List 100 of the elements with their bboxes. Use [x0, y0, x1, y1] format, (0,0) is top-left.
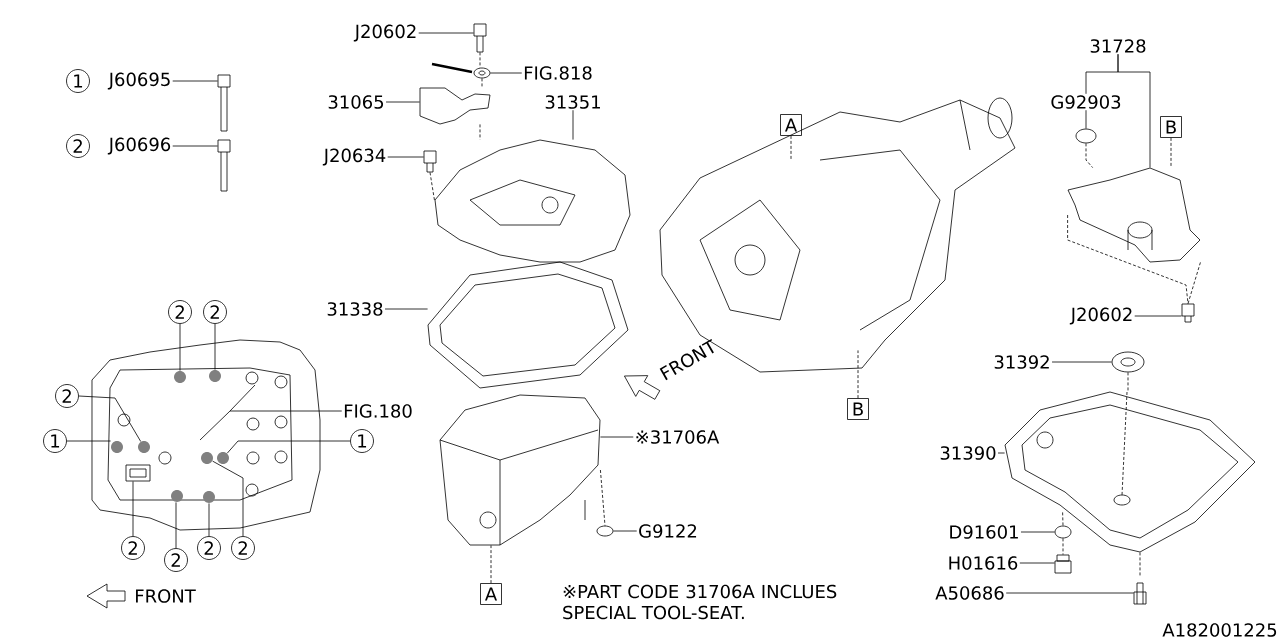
- leader-line: [1062, 538, 1064, 555]
- leader-line: [1085, 109, 1087, 129]
- leader-line: [600, 436, 634, 438]
- leader-line: [1187, 262, 1201, 304]
- bolt-drawing: [423, 150, 437, 173]
- leader-line: [132, 481, 134, 537]
- leader-line: [78, 395, 142, 442]
- leader-line: [1127, 372, 1129, 392]
- callout-number: 2: [231, 536, 255, 560]
- seal-drawing: [596, 525, 614, 537]
- bolt-drawing: [1133, 582, 1147, 605]
- leader-line: [385, 101, 420, 103]
- part-number: J20602: [1069, 307, 1132, 325]
- reference-box: A: [780, 114, 802, 136]
- connector-drawing: [125, 464, 151, 482]
- part-number: 31338: [327, 302, 383, 316]
- seal-drawing: [1111, 351, 1145, 373]
- leader-line: [212, 460, 244, 537]
- leader-line: [790, 135, 792, 160]
- bolt-drawing: [217, 139, 231, 192]
- note-text: FRONT: [136, 589, 196, 603]
- valve-body-drawing: [439, 394, 601, 546]
- leader-line: [179, 323, 181, 371]
- bracket-drawing: [419, 87, 491, 125]
- leader-line: [1062, 512, 1064, 526]
- leader-line: [600, 469, 606, 526]
- leader-line: [481, 78, 483, 88]
- bolt-head: [111, 441, 123, 453]
- part-number: 31728: [1090, 39, 1146, 53]
- bolt-drawing: [1181, 303, 1195, 323]
- callout-number: 1: [350, 429, 374, 453]
- filter-drawing: [1067, 167, 1201, 263]
- bolt-head: [201, 452, 213, 464]
- leader-line: [490, 545, 492, 584]
- callout-number: 2: [121, 536, 145, 560]
- leader-line: [1067, 214, 1189, 304]
- callout-number: 2: [164, 548, 188, 572]
- leader-line: [175, 502, 177, 549]
- leader-line: [384, 308, 428, 310]
- part-number: D91601: [950, 525, 1018, 539]
- leader-line: [418, 32, 474, 34]
- leader-line: [387, 156, 424, 158]
- gasket-drawing: [1054, 525, 1072, 539]
- part-number: H01616: [949, 556, 1018, 570]
- leader-line: [479, 52, 481, 68]
- leader-line: [613, 530, 638, 532]
- leader-line: [1005, 592, 1134, 594]
- callout-number: 2: [168, 300, 192, 324]
- leader-line: [1020, 531, 1055, 533]
- callout-number: 2: [203, 300, 227, 324]
- bolt-drawing: [473, 23, 487, 53]
- leader-line: [857, 350, 859, 399]
- o-ring-drawing: [1075, 128, 1097, 144]
- reference-box: A: [480, 583, 502, 605]
- gasket-drawing: [427, 261, 629, 389]
- leader-line: [1051, 361, 1112, 363]
- bolt-head: [171, 490, 183, 502]
- note-text: A182001225: [1162, 623, 1277, 637]
- bolt-head: [174, 371, 186, 383]
- leader-line: [479, 124, 481, 140]
- reference-box: B: [1160, 116, 1182, 138]
- part-number: J60695: [107, 72, 170, 90]
- part-number: 31351: [545, 95, 600, 109]
- leader-line: [172, 145, 218, 147]
- part-number: FIG.180: [344, 404, 412, 418]
- leader-line: [1117, 53, 1151, 168]
- leader-line: [172, 80, 218, 82]
- part-number: J20634: [322, 148, 386, 166]
- leader-line: [229, 410, 343, 412]
- leader-line: [1134, 315, 1182, 317]
- bolt-head: [203, 491, 215, 503]
- callout-number: 1: [43, 429, 67, 453]
- bolt-head: [209, 370, 221, 382]
- callout-number: 2: [66, 134, 90, 158]
- note-text: ※PART CODE 31706A INCLUES SPECIAL TOOL-SEAT.: [563, 584, 837, 620]
- leader-line: [226, 440, 351, 454]
- leader-line: [490, 72, 523, 74]
- part-number: A50686: [935, 586, 1004, 600]
- leader-line: [1019, 562, 1055, 564]
- part-number: 31065: [328, 95, 384, 109]
- callout-number: 2: [55, 384, 79, 408]
- leader-line: [214, 323, 216, 370]
- leader-line: [572, 109, 574, 140]
- leader-line: [1170, 137, 1172, 168]
- bolt-drawing: [217, 74, 231, 132]
- reference-box: B: [847, 398, 869, 420]
- callout-number: 1: [66, 69, 90, 93]
- bolt-head: [138, 441, 150, 453]
- leader-line: [66, 440, 111, 442]
- leader-line: [208, 503, 210, 537]
- leader-line: [997, 452, 1005, 454]
- washer-drawing: [473, 67, 491, 79]
- leader-line: [1139, 552, 1141, 577]
- part-number: ※31706A: [636, 430, 720, 444]
- leader-line: [429, 172, 435, 202]
- part-number: J20602: [353, 24, 416, 42]
- drain-plug-drawing: [1054, 554, 1072, 574]
- part-number: FIG.818: [524, 66, 592, 80]
- part-number: J60696: [107, 137, 171, 155]
- part-number: 31390: [940, 446, 996, 460]
